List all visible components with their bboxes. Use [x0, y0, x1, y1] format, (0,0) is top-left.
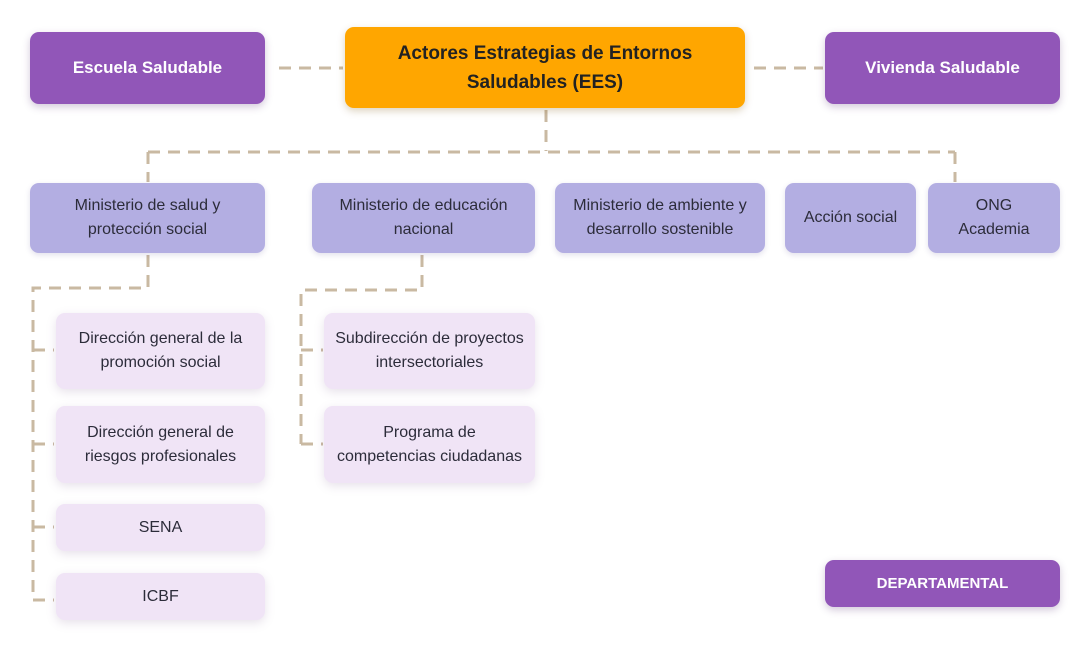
node-line2: promoción social — [100, 354, 221, 371]
node-line2: competencias ciudadanas — [336, 447, 522, 465]
node-line1: Ministerio de ambiente y — [573, 197, 747, 214]
node-line1: Ministerio de salud y — [74, 197, 221, 214]
node-line1: Dirección general de la — [78, 330, 243, 347]
node-line1: Ministerio de educación — [339, 197, 508, 214]
node-line1: ONG — [975, 197, 1013, 214]
node-line1: Subdirección de proyectos — [335, 330, 524, 347]
sena-box: SENA — [56, 504, 265, 551]
ministerio-educacion-box: Ministerio de educación nacional — [312, 183, 535, 253]
node-line2: desarrollo sostenible — [586, 221, 734, 238]
node-line2: Academia — [958, 221, 1030, 238]
node-line2: protección social — [87, 221, 208, 238]
vivienda-saludable-box: Vivienda Saludable — [825, 32, 1060, 104]
node-line1: Acción social — [803, 209, 898, 226]
direccion-riesgos-box: Dirección general de riesgos profesional… — [56, 406, 265, 483]
node-line1: Programa de — [383, 423, 476, 441]
departamental-label: DEPARTAMENTAL — [876, 574, 1009, 592]
programa-competencias-box: Programa de competencias ciudadanas — [324, 406, 535, 483]
ees-title-line1: Actores Estrategias de Entornos — [397, 42, 693, 64]
node-line1: Dirección general de — [87, 423, 234, 441]
ees-title-line2: Saludables (EES) — [466, 71, 624, 93]
node-line2: nacional — [393, 221, 454, 238]
escuela-saludable-label: Escuela Saludable — [72, 58, 223, 77]
node-line1: ICBF — [142, 587, 179, 605]
ministerio-salud-box: Ministerio de salud y protección social — [30, 183, 265, 253]
departamental-box: DEPARTAMENTAL — [825, 560, 1060, 607]
subdireccion-proyectos-box: Subdirección de proyectos intersectorial… — [324, 313, 535, 389]
vivienda-saludable-label: Vivienda Saludable — [865, 58, 1020, 77]
node-line2: intersectoriales — [375, 354, 484, 371]
node-line2: riesgos profesionales — [84, 447, 237, 465]
escuela-saludable-box: Escuela Saludable — [30, 32, 265, 104]
accion-social-box: Acción social — [785, 183, 916, 253]
ees-main-box: Actores Estrategias de Entornos Saludabl… — [345, 27, 745, 108]
ong-academia-box: ONG Academia — [928, 183, 1060, 253]
direccion-promocion-social-box: Dirección general de la promoción social — [56, 313, 265, 389]
icbf-box: ICBF — [56, 573, 265, 620]
ministerio-ambiente-box: Ministerio de ambiente y desarrollo sost… — [555, 183, 765, 253]
node-line1: SENA — [138, 518, 183, 536]
